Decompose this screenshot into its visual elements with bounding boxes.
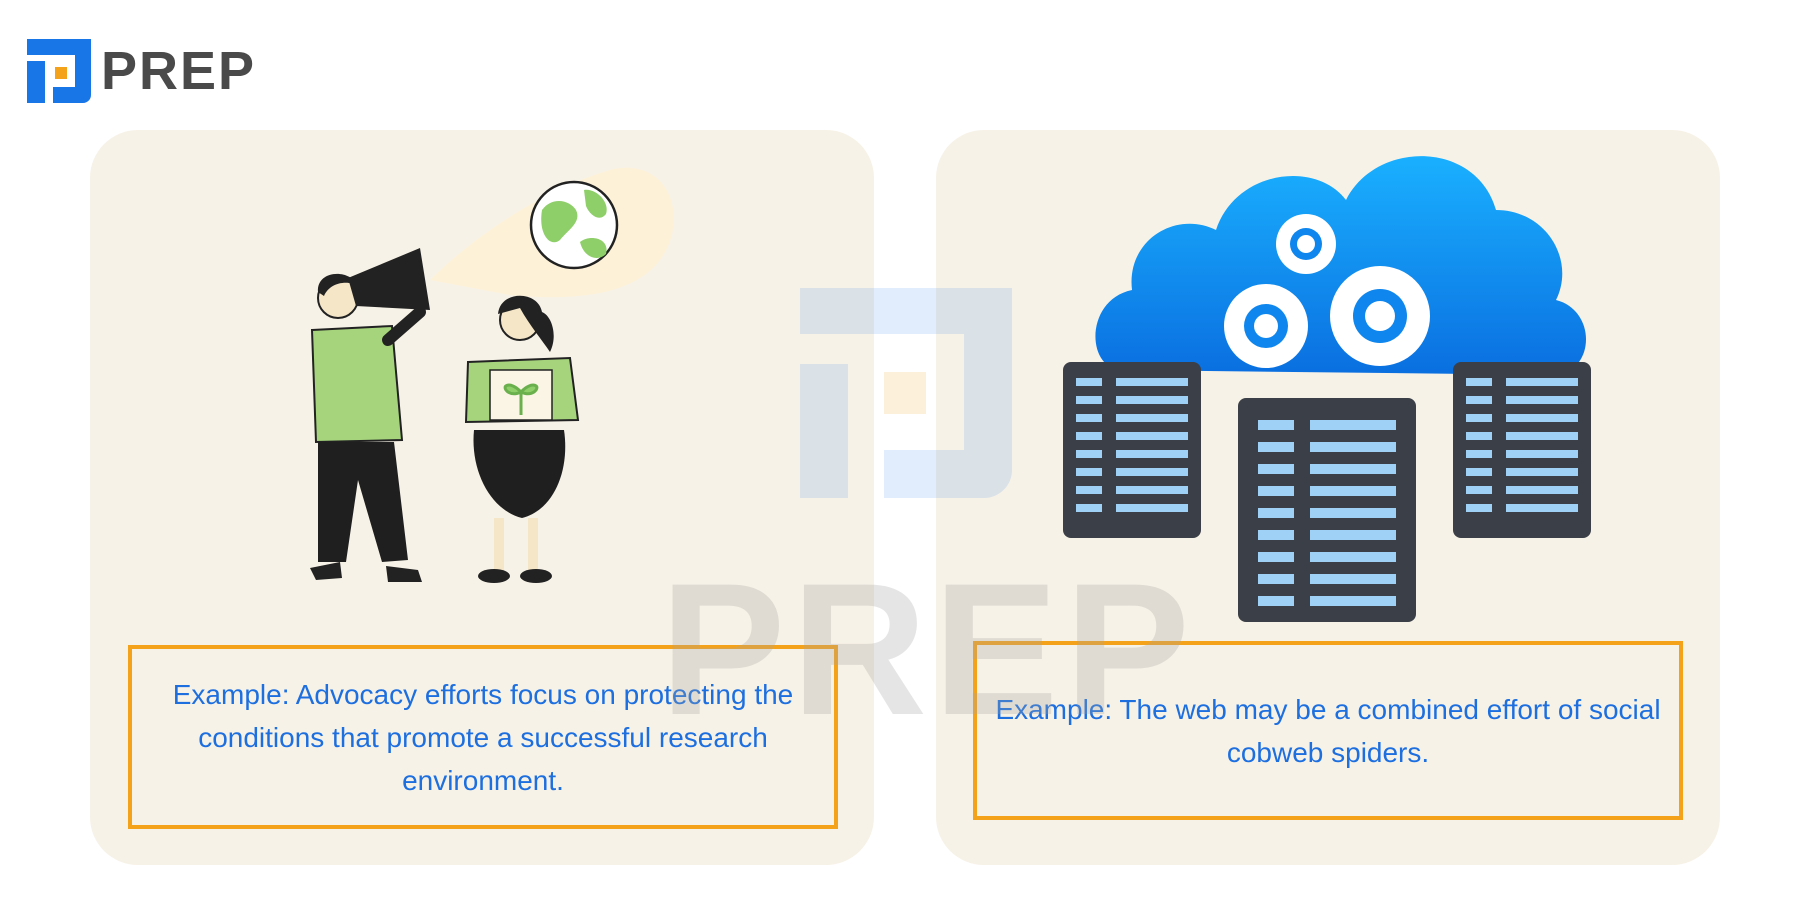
watermark-text: PREP: [660, 544, 1196, 754]
example-caption-advocacy: Example: Advocacy efforts focus on prote…: [128, 645, 838, 829]
example-card-web: Example: The web may be a combined effor…: [936, 130, 1720, 865]
example-card-advocacy: Example: Advocacy efforts focus on prote…: [90, 130, 874, 865]
cloud-servers-illustration: [1063, 156, 1591, 622]
brand-name: PREP: [101, 41, 257, 101]
brand-logo: PREP: [27, 38, 256, 104]
prep-logo-icon: [27, 39, 91, 103]
example-caption-web: Example: The web may be a combined effor…: [973, 641, 1683, 820]
advocacy-illustration: [310, 167, 674, 583]
